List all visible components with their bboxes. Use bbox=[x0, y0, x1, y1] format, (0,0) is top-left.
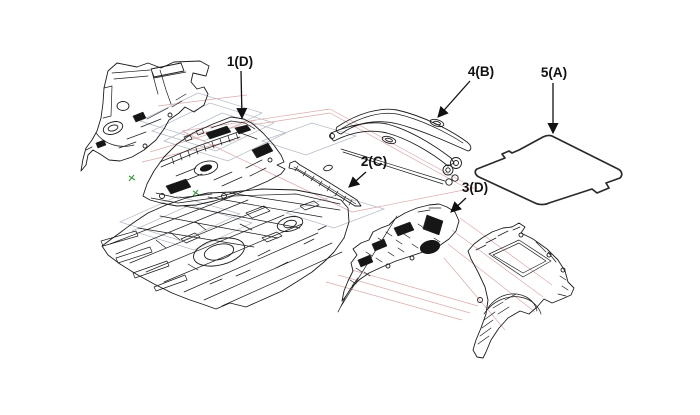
quarter-body-panel-left bbox=[80, 60, 210, 172]
callout-5a-label: 5(A) bbox=[541, 65, 567, 80]
callout-3d-label: 3(D) bbox=[462, 180, 488, 195]
callout-5a: 5(A) bbox=[541, 65, 567, 135]
fastener-marker-icon bbox=[128, 174, 200, 197]
callout-2c-label: 2(C) bbox=[361, 154, 387, 169]
side-trim-panel-right bbox=[337, 203, 460, 313]
side-trim-panel-left bbox=[142, 116, 286, 207]
luggage-board-mat bbox=[474, 134, 623, 206]
callout-1d-label: 1(D) bbox=[227, 54, 253, 69]
projection-ghost-boxes bbox=[119, 92, 386, 251]
callout-3d-arrow-icon bbox=[450, 197, 467, 213]
quarter-body-panel-right bbox=[467, 222, 575, 359]
callout-2c: 2(C) bbox=[348, 154, 387, 188]
callout-3d: 3(D) bbox=[450, 180, 488, 213]
callout-1d-arrow-icon bbox=[236, 70, 248, 120]
callout-4b-label: 4(B) bbox=[468, 64, 494, 79]
rear-floor-panel bbox=[100, 188, 350, 310]
callout-2c-arrow-icon bbox=[348, 171, 367, 188]
rear-transverse-trim-rail bbox=[288, 160, 362, 207]
callout-4b-arrow-icon bbox=[437, 80, 471, 118]
callout-4b: 4(B) bbox=[437, 64, 494, 118]
callout-1d: 1(D) bbox=[227, 54, 253, 120]
cargo-screen-assembly bbox=[329, 108, 472, 186]
projection-lines bbox=[141, 94, 553, 331]
